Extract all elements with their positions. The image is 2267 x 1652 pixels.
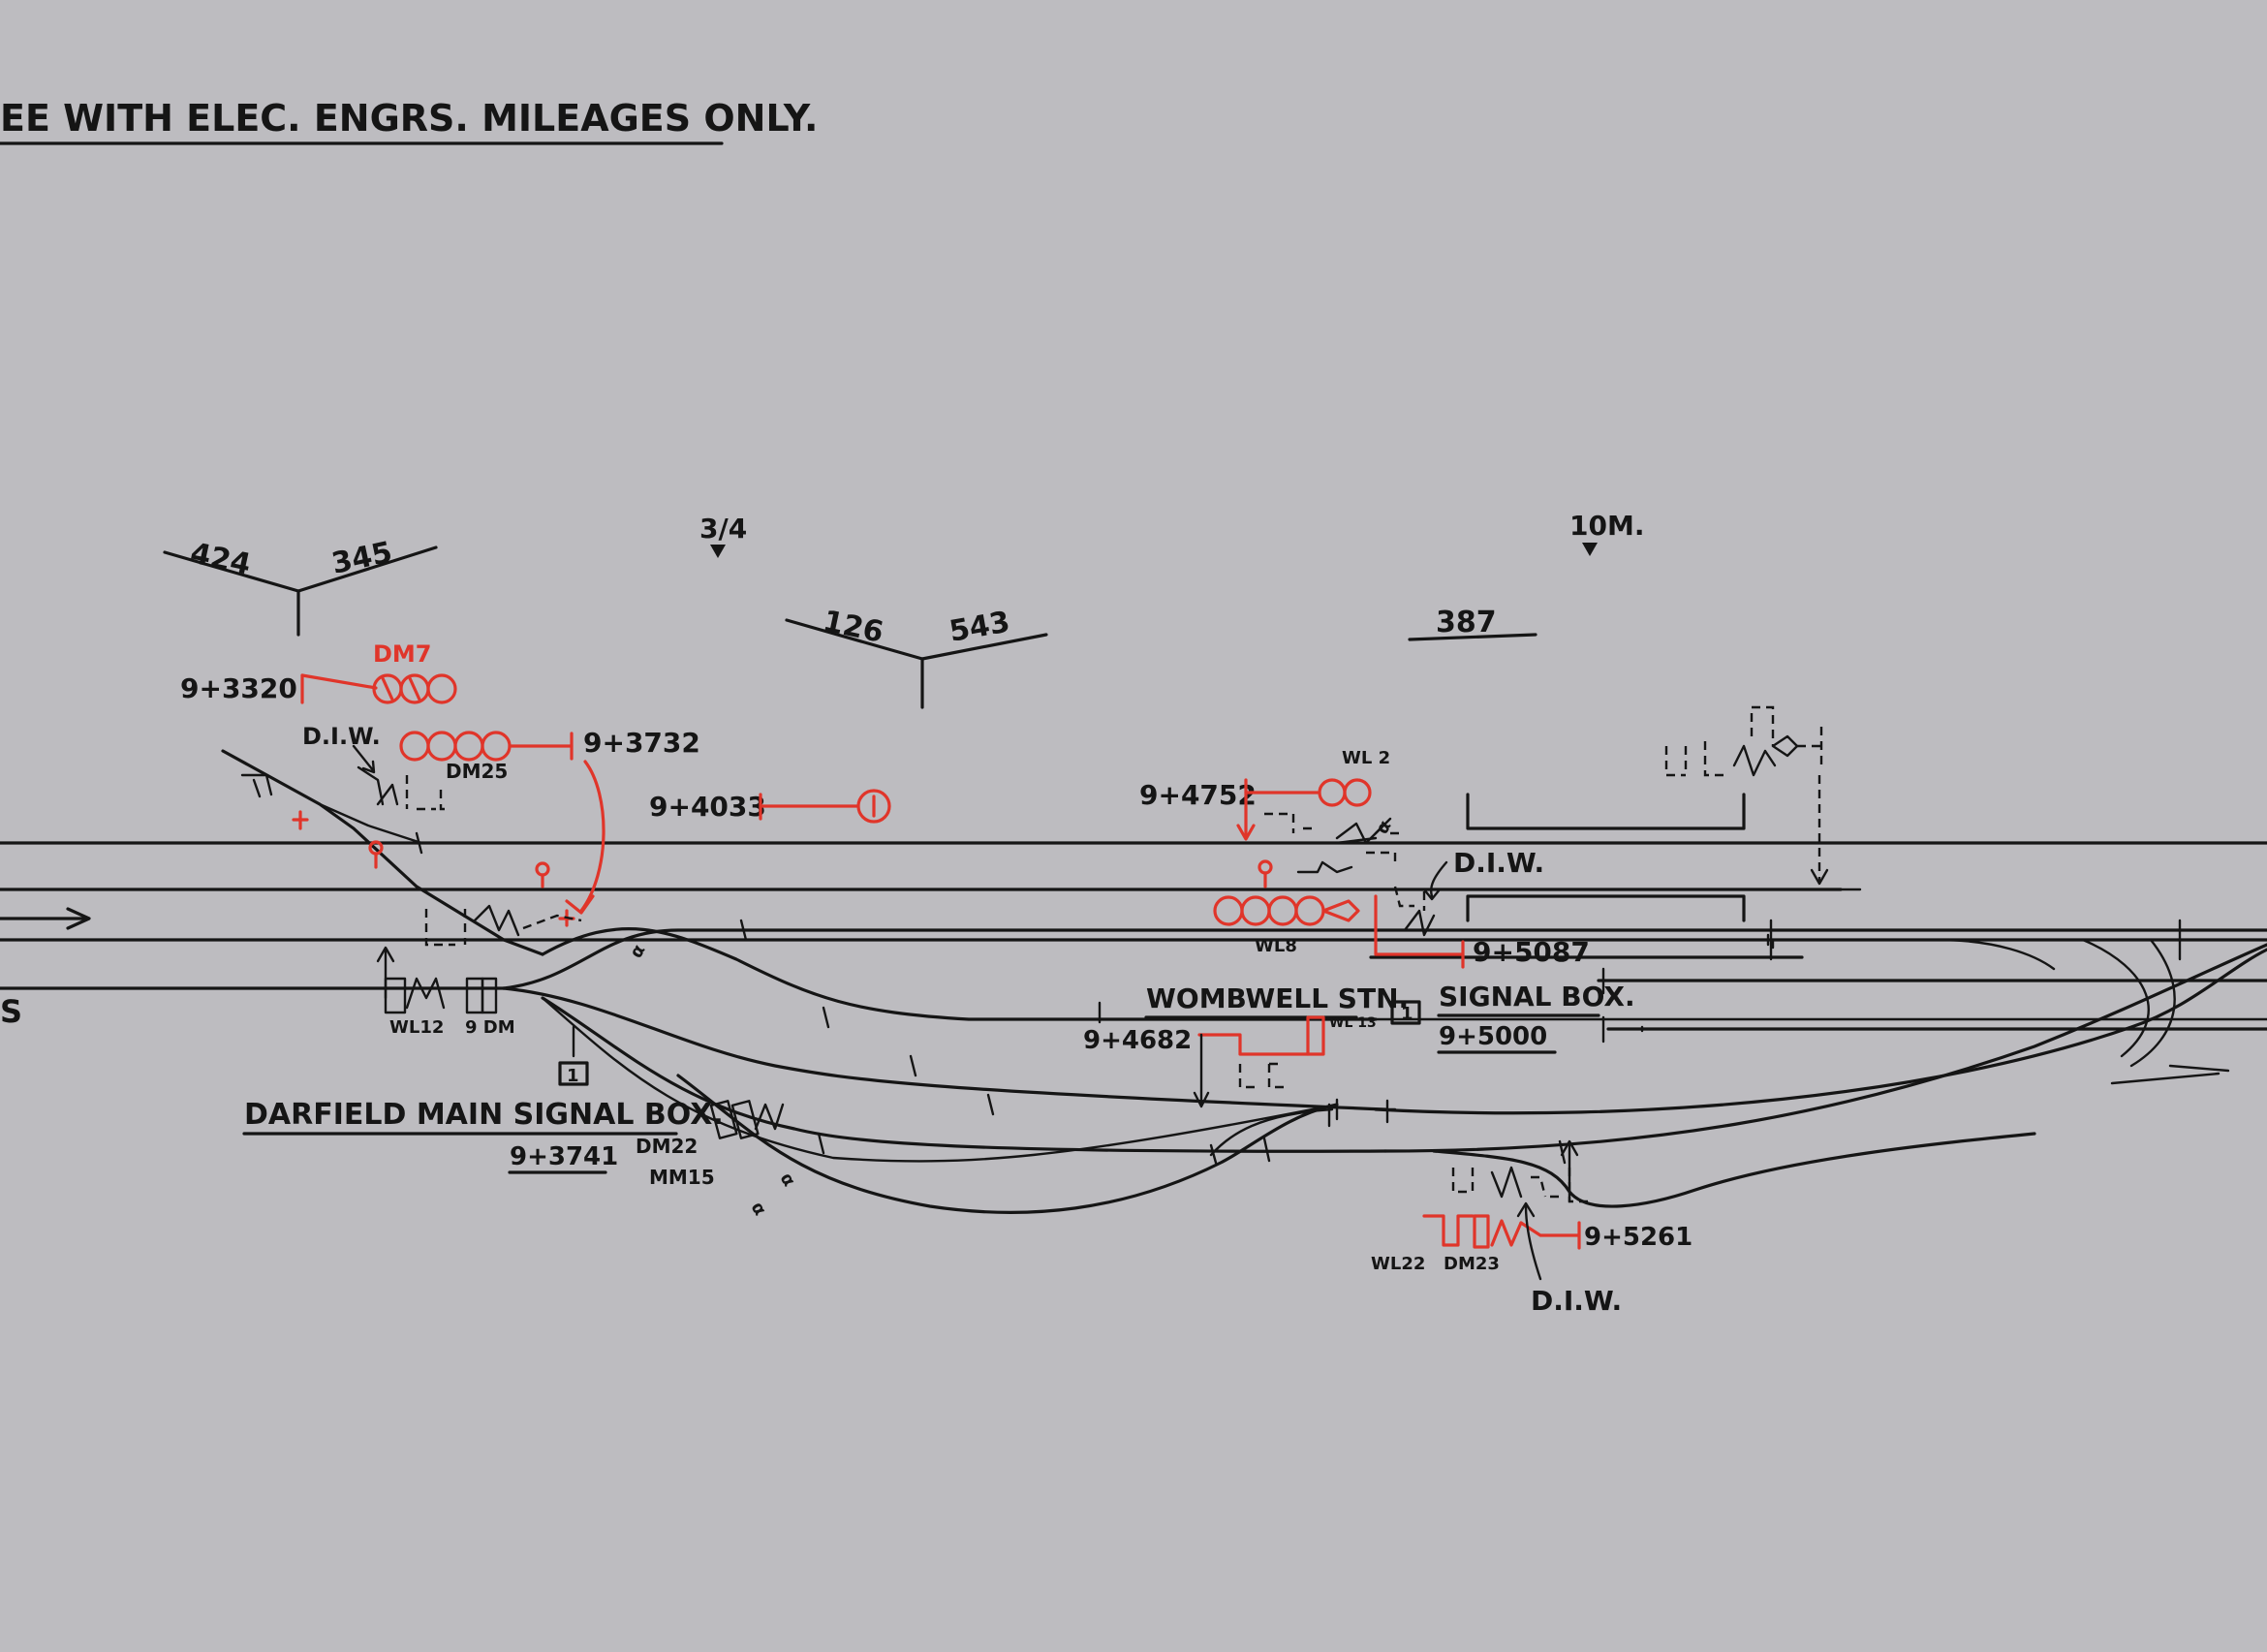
mileage-9-5000: 9+5000 [1439,1022,1547,1051]
label-wl22: WL22 [1371,1254,1425,1274]
label-wl12: WL12 [389,1017,444,1038]
svg-text:α: α [776,1169,799,1190]
label-wl13: WL 13 [1329,1015,1377,1031]
wombwell-disc-signals: α [1264,812,1436,937]
ground-frame-2 [1390,1000,1421,1025]
junction-1-left: 424 [187,537,254,582]
milepost-three-quarter: 3/4 [699,513,747,558]
signal-wl8: WL8 9+5087 [1213,894,1590,969]
signal-dm7: 9+3320 DM7 [180,640,457,704]
junction-1-right: 345 [328,536,395,581]
svg-text:1: 1 [567,1066,579,1086]
junction-curve-1 [1936,938,2056,971]
track-loop-spur [541,996,1339,1163]
label-dm7: DM7 [373,640,432,668]
label-dm25: DM25 [446,760,508,783]
svg-text:α: α [626,941,649,961]
diw-label-1: D.I.W. [302,723,381,750]
mileage-9-4682: 9+4682 [1083,1026,1192,1055]
signal-wl2: 9+4752 WL 2 [1139,748,1390,841]
wombwell-stn-label: WOMBWELL STN. [1146,982,1409,1014]
junction-curve-2 [2081,938,2150,1058]
mileage-9-5261: 9+5261 [1584,1223,1692,1252]
clearance-marks [415,831,2182,1165]
svg-text:α: α [747,1199,770,1219]
track-circuit-387: 387 [1408,606,1537,641]
junction-curve-3 [2129,938,2176,1068]
mileage-9-4033: 9+4033 [649,791,766,823]
diw-darfield: D.I.W. [302,723,381,774]
milepost-label-1: 3/4 [699,513,747,545]
signal-9-4033: 9+4033 [649,789,891,824]
header-note: EE WITH ELEC. ENGRS. MILEAGES ONLY. [0,97,818,140]
diw-label-3: D.I.W. [1531,1285,1622,1317]
ground-frame-1 [558,1061,589,1086]
signal-wl12-dm9: WL12 9 DM [376,946,515,1038]
direction-label: S [0,993,22,1030]
mileage-9-3741: 9+3741 [510,1142,618,1171]
up-platform [1466,793,1746,830]
ground-signals-red [292,810,1273,927]
label-9-dm: 9 DM [465,1017,515,1038]
main-lines [0,841,2267,990]
label-dm23: DM23 [1444,1254,1500,1274]
track-loop-middle [502,986,1387,1111]
diw-label-2: D.I.W. [1453,847,1544,879]
diw-wombwell-top: D.I.W. [1422,847,1544,901]
mileage-9-5087: 9+5087 [1473,936,1590,968]
track-loop-lower [541,996,1387,1153]
track-circuit-label: 387 [1436,606,1497,639]
svg-text:1: 1 [1401,1004,1413,1024]
milepost-10m: 10M. [1569,510,1644,556]
label-wl2: WL 2 [1342,748,1390,768]
signal-wl13: 9+4682 WL 13 [1083,1015,1377,1108]
platforms [1466,793,1770,947]
siding-stub [318,802,423,845]
wombwell-lines [1209,938,2267,1208]
junction-diagram-1: 424 345 [163,536,438,637]
track-down-branch-1 [502,928,2267,990]
junction-diagram-2: 126 543 [785,605,1048,709]
track-down-goods-wombwell [1432,1132,2036,1208]
track-merge [1374,948,2267,1115]
down-platform [1466,894,1746,922]
signal-dm25: 9+3732 DM25 [399,727,700,915]
junction-2-left: 126 [820,605,886,650]
label-dm22: DM22 [636,1135,698,1158]
label-wl8: WL8 [1255,936,1297,956]
diw-wombwell-bottom: D.I.W. [1516,1201,1622,1317]
far-right-signals [1664,705,1829,886]
mileage-9-3732: 9+3732 [583,727,700,759]
crossover-up-down [221,749,544,956]
track-loop-upper [541,927,1378,1021]
milepost-label-2: 10M. [1569,510,1644,542]
wombwell-station: WOMBWELL STN. SIGNAL BOX. 9+5000 1 [1144,981,1635,1054]
disc-signals-darfield [240,765,582,947]
signal-wl22-dm23: 9+5261 WL22 DM23 [1371,1139,1692,1274]
mileage-9-3320: 9+3320 [180,672,297,704]
darfield-box-label: DARFIELD MAIN SIGNAL BOX. [244,1098,724,1132]
signal-box-label: SIGNAL BOX. [1439,981,1635,1013]
mileage-9-4752: 9+4752 [1139,779,1257,811]
direction-arrow [0,907,91,930]
darfield-crossovers [221,749,2267,1214]
label-mm15: MM15 [649,1166,715,1189]
darfield-main-box: DARFIELD MAIN SIGNAL BOX. 9+3741 1 [242,1025,724,1174]
track-goods-loop [676,1074,1339,1214]
